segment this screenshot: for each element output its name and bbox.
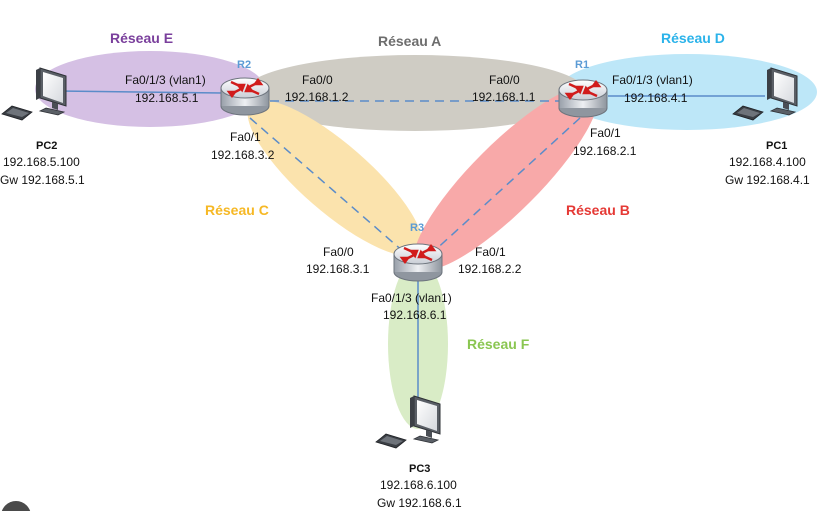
pc3-gw: Gw 192.168.6.1 bbox=[377, 496, 462, 510]
pc2[interactable] bbox=[1, 67, 67, 121]
pc1-gw: Gw 192.168.4.1 bbox=[725, 173, 810, 187]
link-r2-r3 bbox=[249, 117, 406, 254]
pc1-name: PC1 bbox=[766, 140, 787, 152]
r3-fa0-1-if: Fa0/1 bbox=[475, 245, 506, 259]
reseau-b-label: Réseau B bbox=[566, 202, 630, 218]
link-pc2-r2 bbox=[57, 90, 223, 94]
r1-fa0-1-ip: 192.168.2.1 bbox=[573, 144, 637, 158]
r2-fa0-1-ip: 192.168.3.2 bbox=[211, 148, 275, 162]
pc1-ip: 192.168.4.100 bbox=[729, 155, 806, 169]
router-r1-name: R1 bbox=[575, 59, 589, 71]
router-r3-name: R3 bbox=[410, 222, 424, 234]
reseau-a-label: Réseau A bbox=[378, 33, 441, 49]
router-r2[interactable]: R2 bbox=[219, 59, 271, 117]
reseau-c-label: Réseau C bbox=[205, 202, 269, 218]
reseau-d-label: Réseau D bbox=[661, 30, 725, 46]
reseau-c-area bbox=[247, 100, 423, 256]
reseau-b-area bbox=[413, 85, 599, 271]
r2-fa0-1-if: Fa0/1 bbox=[230, 130, 261, 144]
pc2-icon bbox=[1, 67, 67, 121]
r3-fa0-1-ip: 192.168.2.2 bbox=[458, 262, 522, 276]
r2-vlan-if: Fa0/1/3 (vlan1) bbox=[125, 73, 206, 87]
reseau-e-area bbox=[35, 51, 265, 127]
reseau-f-label: Réseau F bbox=[467, 336, 530, 352]
reseau-e-label: Réseau E bbox=[110, 30, 173, 46]
r1-fa0-1-if: Fa0/1 bbox=[590, 126, 621, 140]
pc2-ip: 192.168.5.100 bbox=[3, 155, 80, 169]
reseau-a-area bbox=[243, 55, 587, 131]
r3-fa0-0-if: Fa0/0 bbox=[323, 245, 354, 259]
pc3-ip: 192.168.6.100 bbox=[380, 478, 457, 492]
pc3-name: PC3 bbox=[409, 463, 430, 475]
pc2-name: PC2 bbox=[36, 140, 57, 152]
r1-fa0-0-ip: 192.168.1.1 bbox=[472, 90, 536, 104]
r2-fa0-0-if: Fa0/0 bbox=[302, 73, 333, 87]
r3-vlan-ip: 192.168.6.1 bbox=[383, 308, 447, 322]
r1-vlan-ip: 192.168.4.1 bbox=[624, 91, 688, 105]
router-r3[interactable]: R3 bbox=[392, 222, 444, 283]
corner-badge[interactable] bbox=[1, 501, 31, 511]
pc2-gw: Gw 192.168.5.1 bbox=[0, 173, 85, 187]
r3-fa0-0-ip: 192.168.3.1 bbox=[306, 262, 370, 276]
r3-vlan-if: Fa0/1/3 (vlan1) bbox=[371, 291, 452, 305]
r2-fa0-0-ip: 192.168.1.2 bbox=[285, 90, 349, 104]
r1-vlan-if: Fa0/1/3 (vlan1) bbox=[612, 73, 693, 87]
r2-vlan-ip: 192.168.5.1 bbox=[135, 91, 199, 105]
r1-fa0-0-if: Fa0/0 bbox=[489, 73, 520, 87]
router-r1[interactable]: R1 bbox=[557, 59, 609, 119]
link-r1-r3 bbox=[431, 117, 581, 254]
router-r2-name: R2 bbox=[237, 59, 251, 71]
